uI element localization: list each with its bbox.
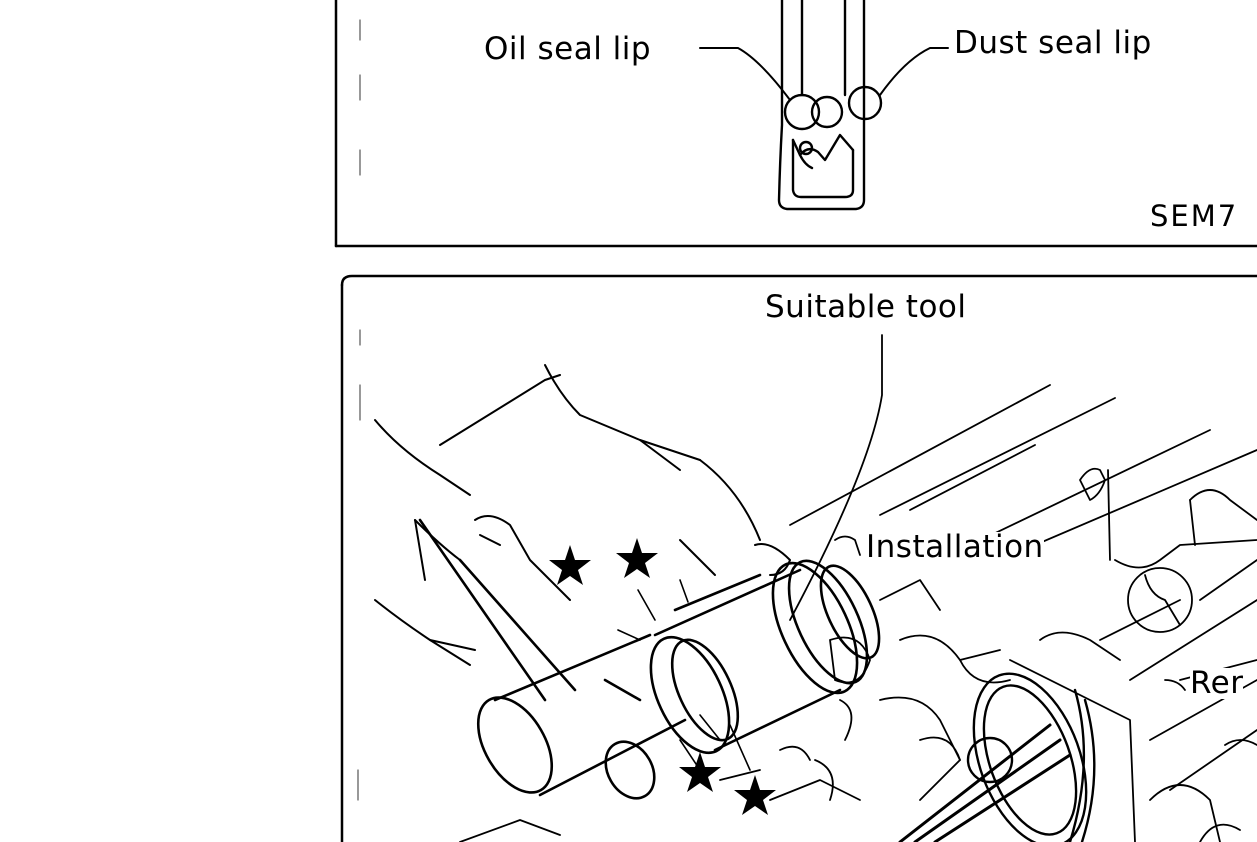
- oil-seal-lip-label: Oil seal lip: [484, 31, 652, 67]
- star-icon: [549, 545, 591, 585]
- star-icon-group: [549, 538, 776, 815]
- drift-handle: [418, 518, 687, 800]
- suitable-tool-leader: [789, 334, 883, 621]
- top-figure-frame: [334, 0, 1257, 248]
- removal-seal: [898, 672, 1096, 842]
- star-icon: [734, 775, 776, 815]
- figure-code-label: SEM7: [1150, 199, 1239, 233]
- star-icon: [679, 752, 721, 792]
- installation-label: Installation: [866, 529, 1044, 565]
- star-icon: [616, 538, 658, 578]
- installation-leader: [834, 535, 861, 556]
- suitable-tool-label: Suitable tool: [765, 289, 967, 325]
- oil-seal-lip-circle-2: [810, 95, 844, 129]
- oil-seal-lip-circle: [783, 93, 821, 131]
- lip-callout-circles: [783, 85, 883, 156]
- top-leader-lines: [699, 47, 949, 101]
- dust-seal-lip-label: Dust seal lip: [954, 25, 1152, 61]
- margin-guide: [357, 19, 361, 801]
- seal-cross-section: [777, 0, 866, 211]
- installer-tool: [649, 559, 881, 755]
- engine-head: [459, 384, 1257, 842]
- dust-seal-lip-circle: [847, 85, 883, 121]
- bottom-figure-frame: [340, 274, 1257, 842]
- hand: [374, 364, 791, 666]
- removal-label: Rer: [1190, 665, 1244, 701]
- removal-leader: [1164, 679, 1186, 691]
